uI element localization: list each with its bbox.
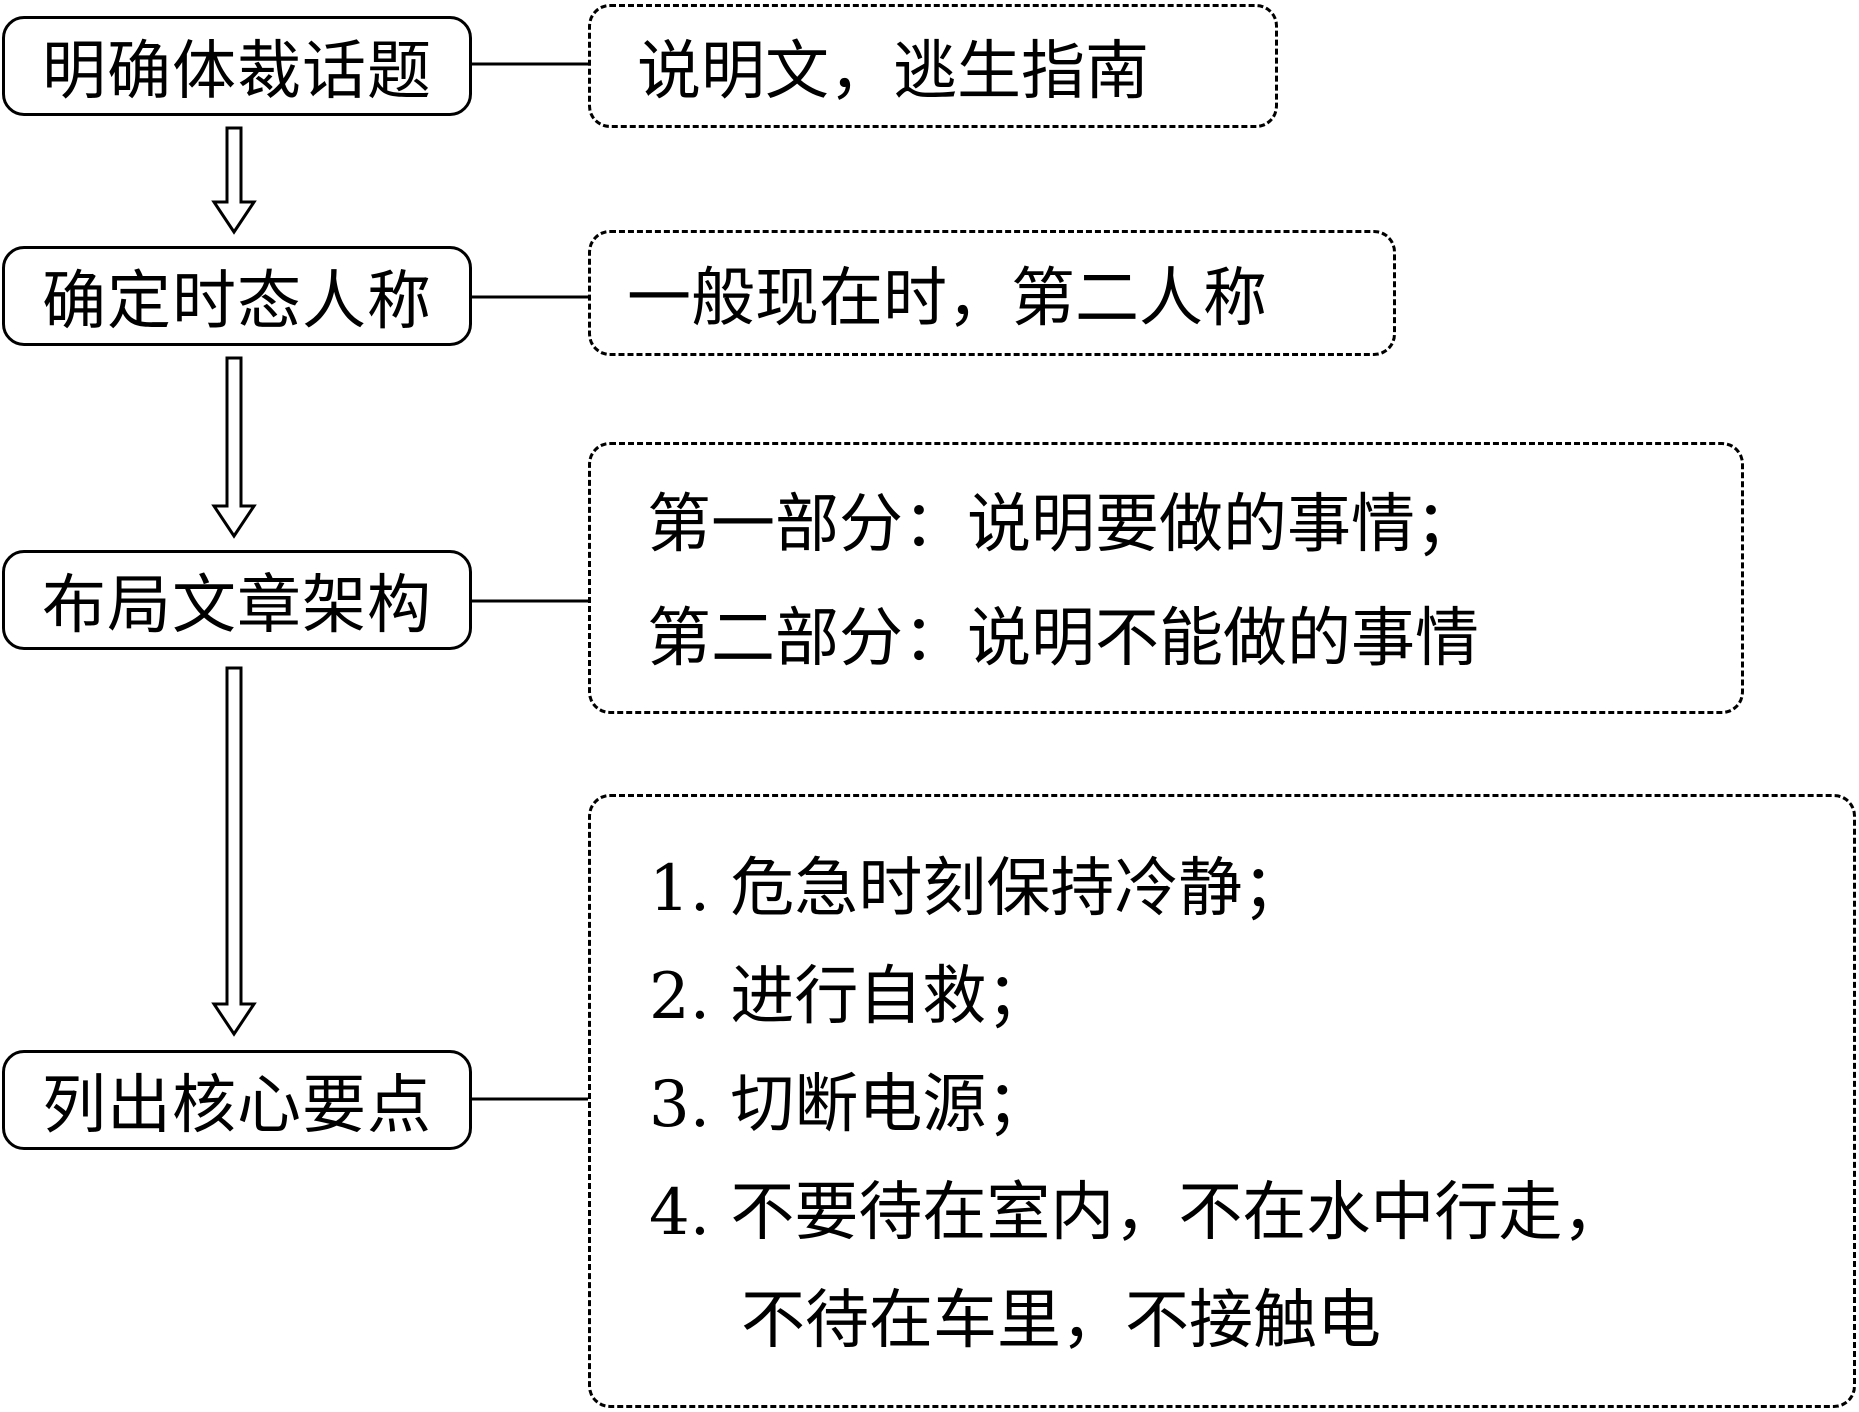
detail-text: 说明文，逃生指南	[637, 35, 1149, 109]
down-arrow-icon	[211, 126, 257, 235]
detail-box-keypoints: 1. 危急时刻保持冷静； 2. 进行自救； 3. 切断电源； 4. 不要待在室内…	[588, 794, 1856, 1408]
step-box-tense: 确定时态人称	[2, 246, 472, 346]
step-box-topic: 明确体裁话题	[2, 16, 472, 116]
detail-text: 一般现在时，第二人称	[627, 262, 1267, 336]
detail-box-topic: 说明文，逃生指南	[588, 4, 1278, 128]
step-box-keypoints: 列出核心要点	[2, 1050, 472, 1150]
detail-box-tense: 一般现在时，第二人称	[588, 230, 1396, 356]
step-box-structure: 布局文章架构	[2, 550, 472, 650]
detail-text: 不待在车里，不接触电	[741, 1284, 1381, 1358]
down-arrow-icon	[211, 666, 257, 1037]
detail-text: 第二部分：说明不能做的事情	[647, 602, 1479, 676]
detail-text: 第一部分：说明要做的事情；	[647, 488, 1479, 562]
detail-text: 4. 不要待在室内，不在水中行走，	[649, 1176, 1627, 1250]
down-arrow-icon	[211, 356, 257, 539]
detail-box-structure: 第一部分：说明要做的事情； 第二部分：说明不能做的事情	[588, 442, 1744, 714]
detail-text: 2. 进行自救；	[649, 960, 1051, 1034]
detail-text: 1. 危急时刻保持冷静；	[649, 852, 1307, 926]
detail-text: 3. 切断电源；	[649, 1068, 1051, 1142]
